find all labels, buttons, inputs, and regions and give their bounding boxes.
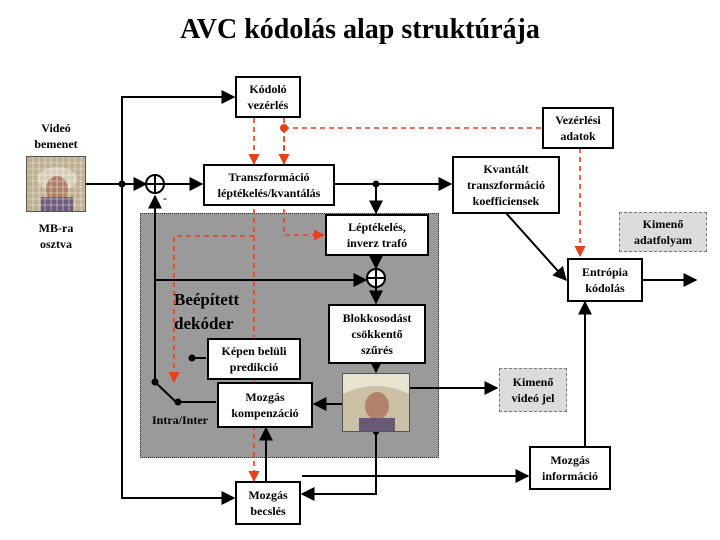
entropy-coding-box: Entrópia kódolás <box>567 258 643 302</box>
minus-sign: - <box>163 191 167 205</box>
wire-input-to-control <box>121 90 236 184</box>
junction-switch-pivot <box>151 378 159 386</box>
inverse-transform-box: Léptékelés, inverz trafó <box>325 214 429 256</box>
motion-estimation-box: Mozgás becslés <box>235 481 301 525</box>
decoder-label: Beépített dekóder <box>174 290 240 333</box>
transform-quant-box: Transzformáció léptékelés/kvantálás <box>203 164 335 206</box>
motion-info-box: Mozgás információ <box>529 446 611 490</box>
intra-prediction-box: Képen belüli predikció <box>207 338 301 380</box>
junction-input <box>118 180 126 188</box>
wire-quant-to-entropy <box>505 212 567 282</box>
ctrl-to-control-data <box>284 107 567 129</box>
intra-inter-label: Intra/Inter <box>152 413 208 427</box>
mb-split-label: MB-ra osztva <box>38 221 74 251</box>
video-input-label: Videó bemenet <box>34 121 78 151</box>
junction-transform-out <box>372 180 380 188</box>
diagram-title: AVC kódolás alap struktúrája <box>180 14 540 45</box>
output-stream-box: Kimenő adatfolyam <box>619 212 707 252</box>
wire-input-to-me <box>121 184 236 505</box>
junction-switch-mc <box>174 398 182 406</box>
quant-coeff-box: Kvantált transzformáció koefficiensek <box>452 156 560 214</box>
output-video-box: Kimenő videó jel <box>499 368 567 412</box>
switch-blade <box>154 381 177 403</box>
video-input-thumbnail <box>26 156 86 212</box>
wire-motioninfo-to-entropy <box>578 300 611 449</box>
deblocking-filter-box: Blokkosodást csökkentő szűrés <box>328 304 426 364</box>
junction-switch-intra <box>188 354 196 362</box>
wire-frame-to-me <box>300 432 377 501</box>
motion-compensation-box: Mozgás kompenzáció <box>217 382 313 428</box>
reference-frame-thumbnail <box>342 373 410 432</box>
coder-control-box: Kódoló vezérlés <box>235 76 301 118</box>
control-data-box: Vezérlési adatok <box>542 107 614 149</box>
